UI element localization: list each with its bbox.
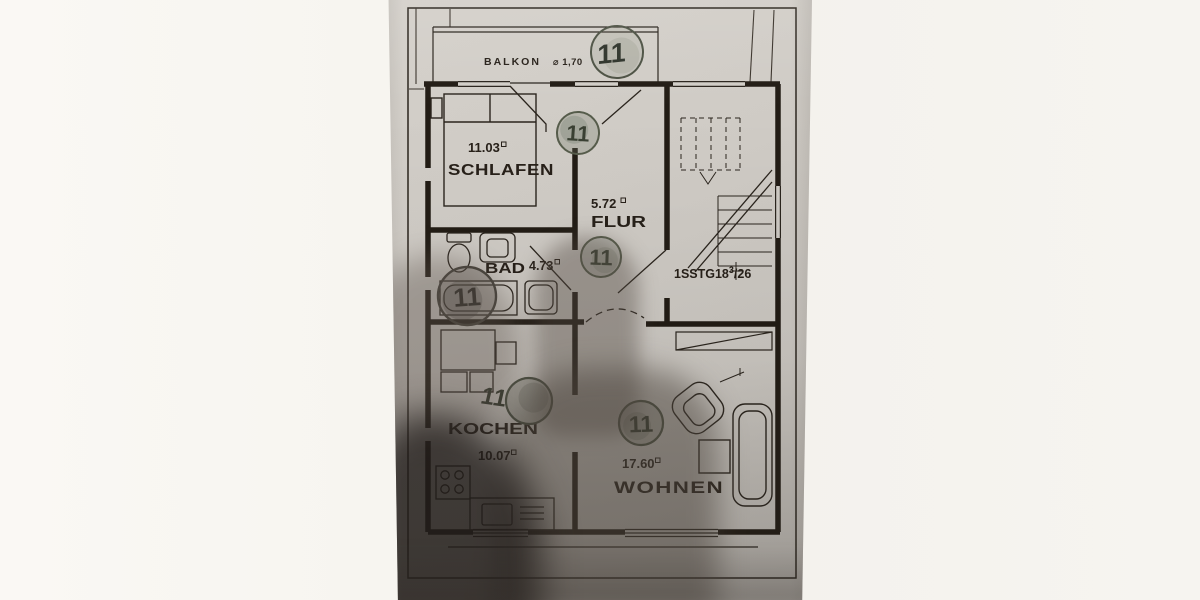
bad-door-leaf bbox=[529, 245, 572, 291]
stamp-11-bad: 11 bbox=[436, 265, 498, 327]
stair-flight-lower bbox=[717, 195, 772, 267]
couch bbox=[732, 403, 773, 507]
sqm-symbol bbox=[620, 197, 626, 203]
staircase bbox=[675, 117, 773, 351]
stamp-11-schlafen: 11 bbox=[556, 111, 600, 155]
balkon-label: BALKON ⌀ 1,70 bbox=[484, 56, 583, 68]
kitchen-sink bbox=[481, 503, 513, 526]
svg-text:11: 11 bbox=[597, 36, 625, 70]
bad-area: 4.73 bbox=[529, 259, 553, 273]
stove bbox=[435, 465, 471, 500]
entry-door-leaf bbox=[617, 249, 667, 294]
context-lines bbox=[409, 8, 775, 90]
kitchen-table bbox=[440, 329, 517, 393]
stamp-11-wohnen: 11 bbox=[617, 399, 665, 447]
flur-wohnen-opening-arc bbox=[585, 308, 645, 323]
coffee-table bbox=[698, 439, 731, 474]
washer bbox=[524, 280, 558, 315]
wohnen-area: 17.60 bbox=[622, 456, 655, 471]
schlafen-door-leaf bbox=[601, 89, 642, 125]
floorplan-photo-paper: BALKON ⌀ 1,70 11.03 SCHLAFEN 5.72 FLUR B… bbox=[388, 0, 812, 600]
stamp-11-balkon: 11 bbox=[590, 25, 644, 79]
wohnen-label: WOHNEN bbox=[614, 479, 724, 497]
stair-up-line bbox=[687, 169, 773, 273]
bad-label: BAD bbox=[485, 261, 525, 277]
door-leaves bbox=[509, 85, 667, 323]
stair-landing-wardrobe bbox=[675, 331, 773, 351]
svg-text:11: 11 bbox=[478, 383, 509, 413]
bedroom-furniture bbox=[430, 93, 537, 207]
kochen-area: 10.07 bbox=[478, 448, 511, 463]
svg-text:11: 11 bbox=[628, 411, 653, 438]
balcony-door-leaf bbox=[509, 85, 547, 132]
stamp-11-flur: 11 bbox=[580, 236, 622, 278]
stamp-11-kochen: 11 bbox=[478, 376, 554, 426]
nightstand bbox=[430, 97, 443, 119]
sqm-symbol bbox=[501, 141, 507, 147]
kitchen-counter bbox=[469, 497, 555, 531]
schlafen-area: 11.03 bbox=[468, 140, 500, 155]
sqm-symbol bbox=[511, 449, 517, 455]
bathtub bbox=[439, 280, 518, 316]
svg-text:11: 11 bbox=[452, 281, 482, 313]
schlafen-label: SCHLAFEN bbox=[448, 162, 554, 179]
svg-text:11: 11 bbox=[565, 120, 590, 147]
sink bbox=[479, 232, 516, 263]
bathroom-fixtures bbox=[439, 232, 558, 316]
armchair bbox=[671, 381, 725, 435]
stairs-label: 1SSTG183/26 bbox=[674, 265, 751, 281]
sqm-symbol bbox=[655, 457, 661, 463]
toilet bbox=[446, 232, 472, 273]
sqm-symbol bbox=[554, 259, 560, 265]
flur-label: FLUR bbox=[591, 214, 646, 231]
stair-direction-arrow bbox=[699, 171, 717, 185]
floorplan-drawing: BALKON ⌀ 1,70 11.03 SCHLAFEN 5.72 FLUR B… bbox=[407, 7, 797, 579]
flur-area: 5.72 bbox=[591, 196, 616, 211]
svg-text:11: 11 bbox=[589, 245, 613, 271]
stair-flight-upper bbox=[680, 117, 741, 171]
